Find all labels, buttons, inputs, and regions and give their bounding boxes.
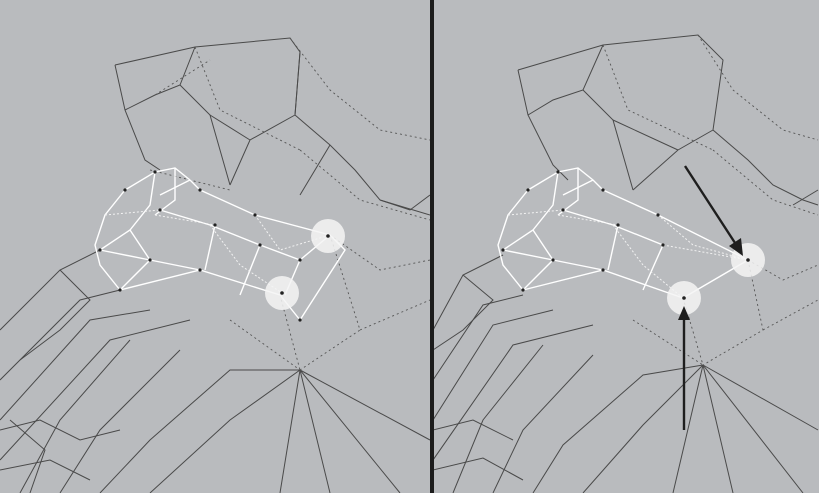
arrowhead-b-icon — [678, 306, 690, 320]
wireframe-canvas-left[interactable] — [0, 0, 430, 493]
viewport-left[interactable] — [0, 0, 430, 493]
annotation-arrows — [678, 165, 743, 430]
selected-hidden-edges — [104, 209, 331, 296]
selected-geometry[interactable] — [94, 167, 346, 321]
viewport-right[interactable] — [434, 0, 819, 493]
wireframe-canvas-right[interactable] — [434, 0, 819, 493]
viewport-divider[interactable] — [430, 0, 434, 493]
selected-vertex-highlights[interactable] — [265, 219, 345, 310]
mesh-hidden-edges — [149, 37, 430, 371]
mesh-hidden-edges — [602, 34, 819, 366]
selected-hidden-edges — [507, 209, 749, 299]
vertices[interactable] — [98, 170, 302, 322]
vertices[interactable] — [501, 170, 665, 292]
arrowhead-a-icon — [729, 238, 743, 256]
arrow-to-vertex-a — [683, 165, 739, 247]
mesh-edges — [0, 37, 430, 493]
selected-geometry[interactable] — [497, 167, 750, 299]
mesh-edges — [434, 34, 819, 493]
